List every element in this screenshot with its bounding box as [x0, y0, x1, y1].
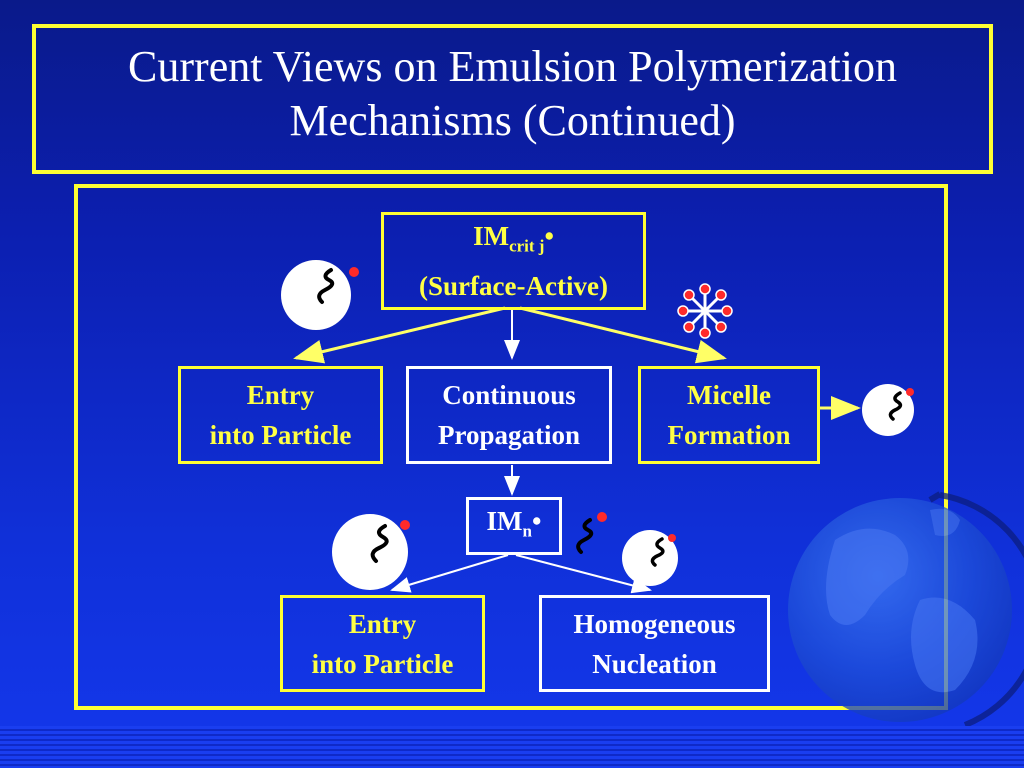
- micelle-graphic: [677, 283, 733, 339]
- particle-top-left: [281, 260, 359, 330]
- entry-into-particle-box-1: Entry into Particle: [178, 366, 383, 464]
- surface-active-subtitle: (Surface-Active): [419, 271, 608, 302]
- homogeneous-line-2: Nucleation: [592, 648, 717, 679]
- bottom-decorative-bar: [0, 726, 1024, 768]
- title-frame: [32, 24, 993, 174]
- arrow-to-micelle: [519, 306, 727, 364]
- entry-1-line-2: into Particle: [209, 420, 352, 450]
- propagation-line-2: Propagation: [437, 420, 580, 450]
- free-radical-chain: [576, 512, 607, 554]
- homogeneous-nucleation-box: Homogeneous Nucleation: [539, 595, 770, 692]
- surface-active-radical-label: IMcrit j•: [473, 220, 554, 256]
- continuous-propagation-box: Continuous Propagation: [406, 366, 612, 464]
- entry-into-particle-box-2: Entry into Particle: [280, 595, 485, 692]
- arrow-to-entry-1: [293, 306, 506, 364]
- arrow-to-entry-2: [390, 554, 509, 593]
- particle-bottom-left: [332, 514, 410, 590]
- particle-right: [862, 384, 914, 436]
- micelle-line-1: Micelle: [687, 380, 771, 410]
- title-line-2: Mechanisms (Continued): [289, 96, 736, 145]
- arrow-to-homogeneous: [515, 554, 652, 594]
- micelle-line-2: Formation: [667, 420, 791, 450]
- entry-1-line-1: Entry: [246, 380, 315, 410]
- surface-active-radical-box: IMcrit j• (Surface-Active): [381, 212, 646, 310]
- entry-2-line-2: into Particle: [311, 648, 454, 679]
- slide-title: Current Views on Emulsion Polymerization…: [36, 40, 989, 148]
- content-frame: [74, 184, 948, 710]
- micelle-formation-box: Micelle Formation: [638, 366, 820, 464]
- imn-radical-label: IMn•: [486, 505, 542, 541]
- particle-bottom-right: [622, 530, 678, 586]
- title-line-1: Current Views on Emulsion Polymerization: [128, 42, 897, 91]
- homogeneous-line-1: Homogeneous: [573, 608, 736, 639]
- imn-radical-box: IMn•: [466, 497, 562, 555]
- propagation-line-1: Continuous: [442, 380, 576, 410]
- entry-2-line-1: Entry: [348, 608, 417, 639]
